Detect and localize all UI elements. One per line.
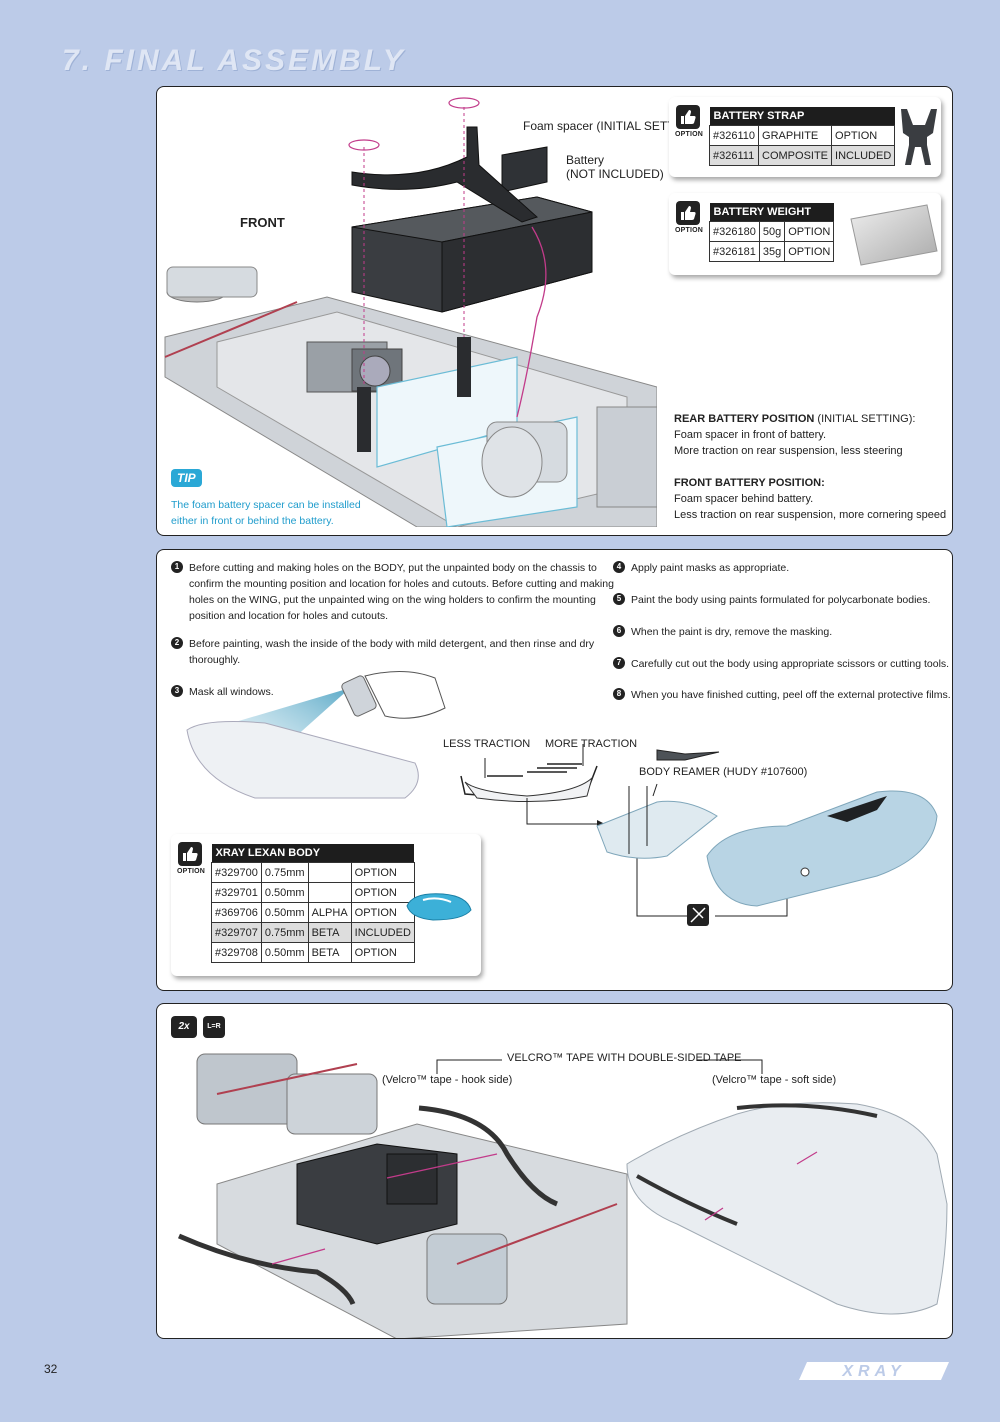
chassis-battery-illustration (164, 97, 657, 527)
svg-text:XRAY: XRAY (841, 1363, 905, 1380)
more-traction-label: MORE TRACTION (545, 738, 638, 750)
battery-label: Battery (566, 153, 605, 167)
rear-position-line1: Foam spacer in front of battery. (674, 429, 827, 441)
step-number: 6 (613, 625, 625, 637)
left-right-icon: L=R (203, 1016, 225, 1038)
battery-not-included-label: (NOT INCLUDED) (566, 167, 664, 181)
front-position-line2: Less traction on rear suspension, more c… (674, 509, 947, 521)
tip-text: The foam battery spacer can be installed… (171, 499, 361, 527)
battery-strap-image (901, 109, 937, 165)
page-number: 32 (44, 1362, 58, 1376)
option-thumb: OPTION (177, 842, 205, 884)
thumbs-up-icon (681, 110, 696, 124)
rear-position-line2: More traction on rear suspension, less s… (674, 445, 903, 457)
wing-body-cutting-illustration (460, 744, 938, 926)
option-thumb: OPTION (675, 105, 703, 147)
quantity-badge: 2x (171, 1016, 197, 1038)
velcro-title: VELCRO™ TAPE WITH DOUBLE-SIDED TAPE (507, 1052, 742, 1064)
page-title: 7. FINAL ASSEMBLY (62, 44, 406, 77)
soft-side-label: (Velcro™ tape - soft side) (712, 1074, 837, 1086)
foam-spacer-label: Foam spacer (INITIAL SETTING) (523, 119, 700, 133)
step-number: 1 (171, 561, 183, 573)
front-position-line1: Foam spacer behind battery. (674, 493, 814, 505)
front-position-heading: FRONT BATTERY POSITION: (674, 477, 825, 489)
step-number: 8 (613, 688, 625, 700)
less-traction-label: LESS TRACTION (443, 738, 531, 750)
step-number: 7 (613, 657, 625, 669)
chassis-velcro-illustration (177, 1053, 948, 1338)
rear-position-heading: REAR BATTERY POSITION (INITIAL SETTING): (674, 413, 916, 425)
body-reamer-label: BODY REAMER (HUDY #107600) (639, 766, 808, 778)
xray-logo: XRAY (799, 1362, 949, 1380)
battery-position-panel: FRONT Foam spacer (INITIAL SETTING) Batt… (156, 86, 953, 536)
battery-weight-image (850, 204, 938, 266)
spray-painting-illustration (186, 670, 446, 799)
thumbs-up-icon (183, 847, 198, 861)
step-number: 3 (171, 685, 183, 697)
lexan-body-image (406, 893, 472, 921)
step-number: 2 (171, 637, 183, 649)
option-thumb: OPTION (675, 201, 703, 243)
step-number: 5 (613, 593, 625, 605)
thumbs-up-icon (681, 206, 696, 220)
front-label: FRONT (240, 215, 285, 230)
hook-side-label: (Velcro™ tape - hook side) (382, 1074, 513, 1086)
step-number: 4 (613, 561, 625, 573)
velcro-tape-panel: 2x L=R VELCRO™ TAPE WITH DOUBLE-SIDED TA… (156, 1003, 953, 1339)
tip-badge: TIP (171, 469, 202, 487)
